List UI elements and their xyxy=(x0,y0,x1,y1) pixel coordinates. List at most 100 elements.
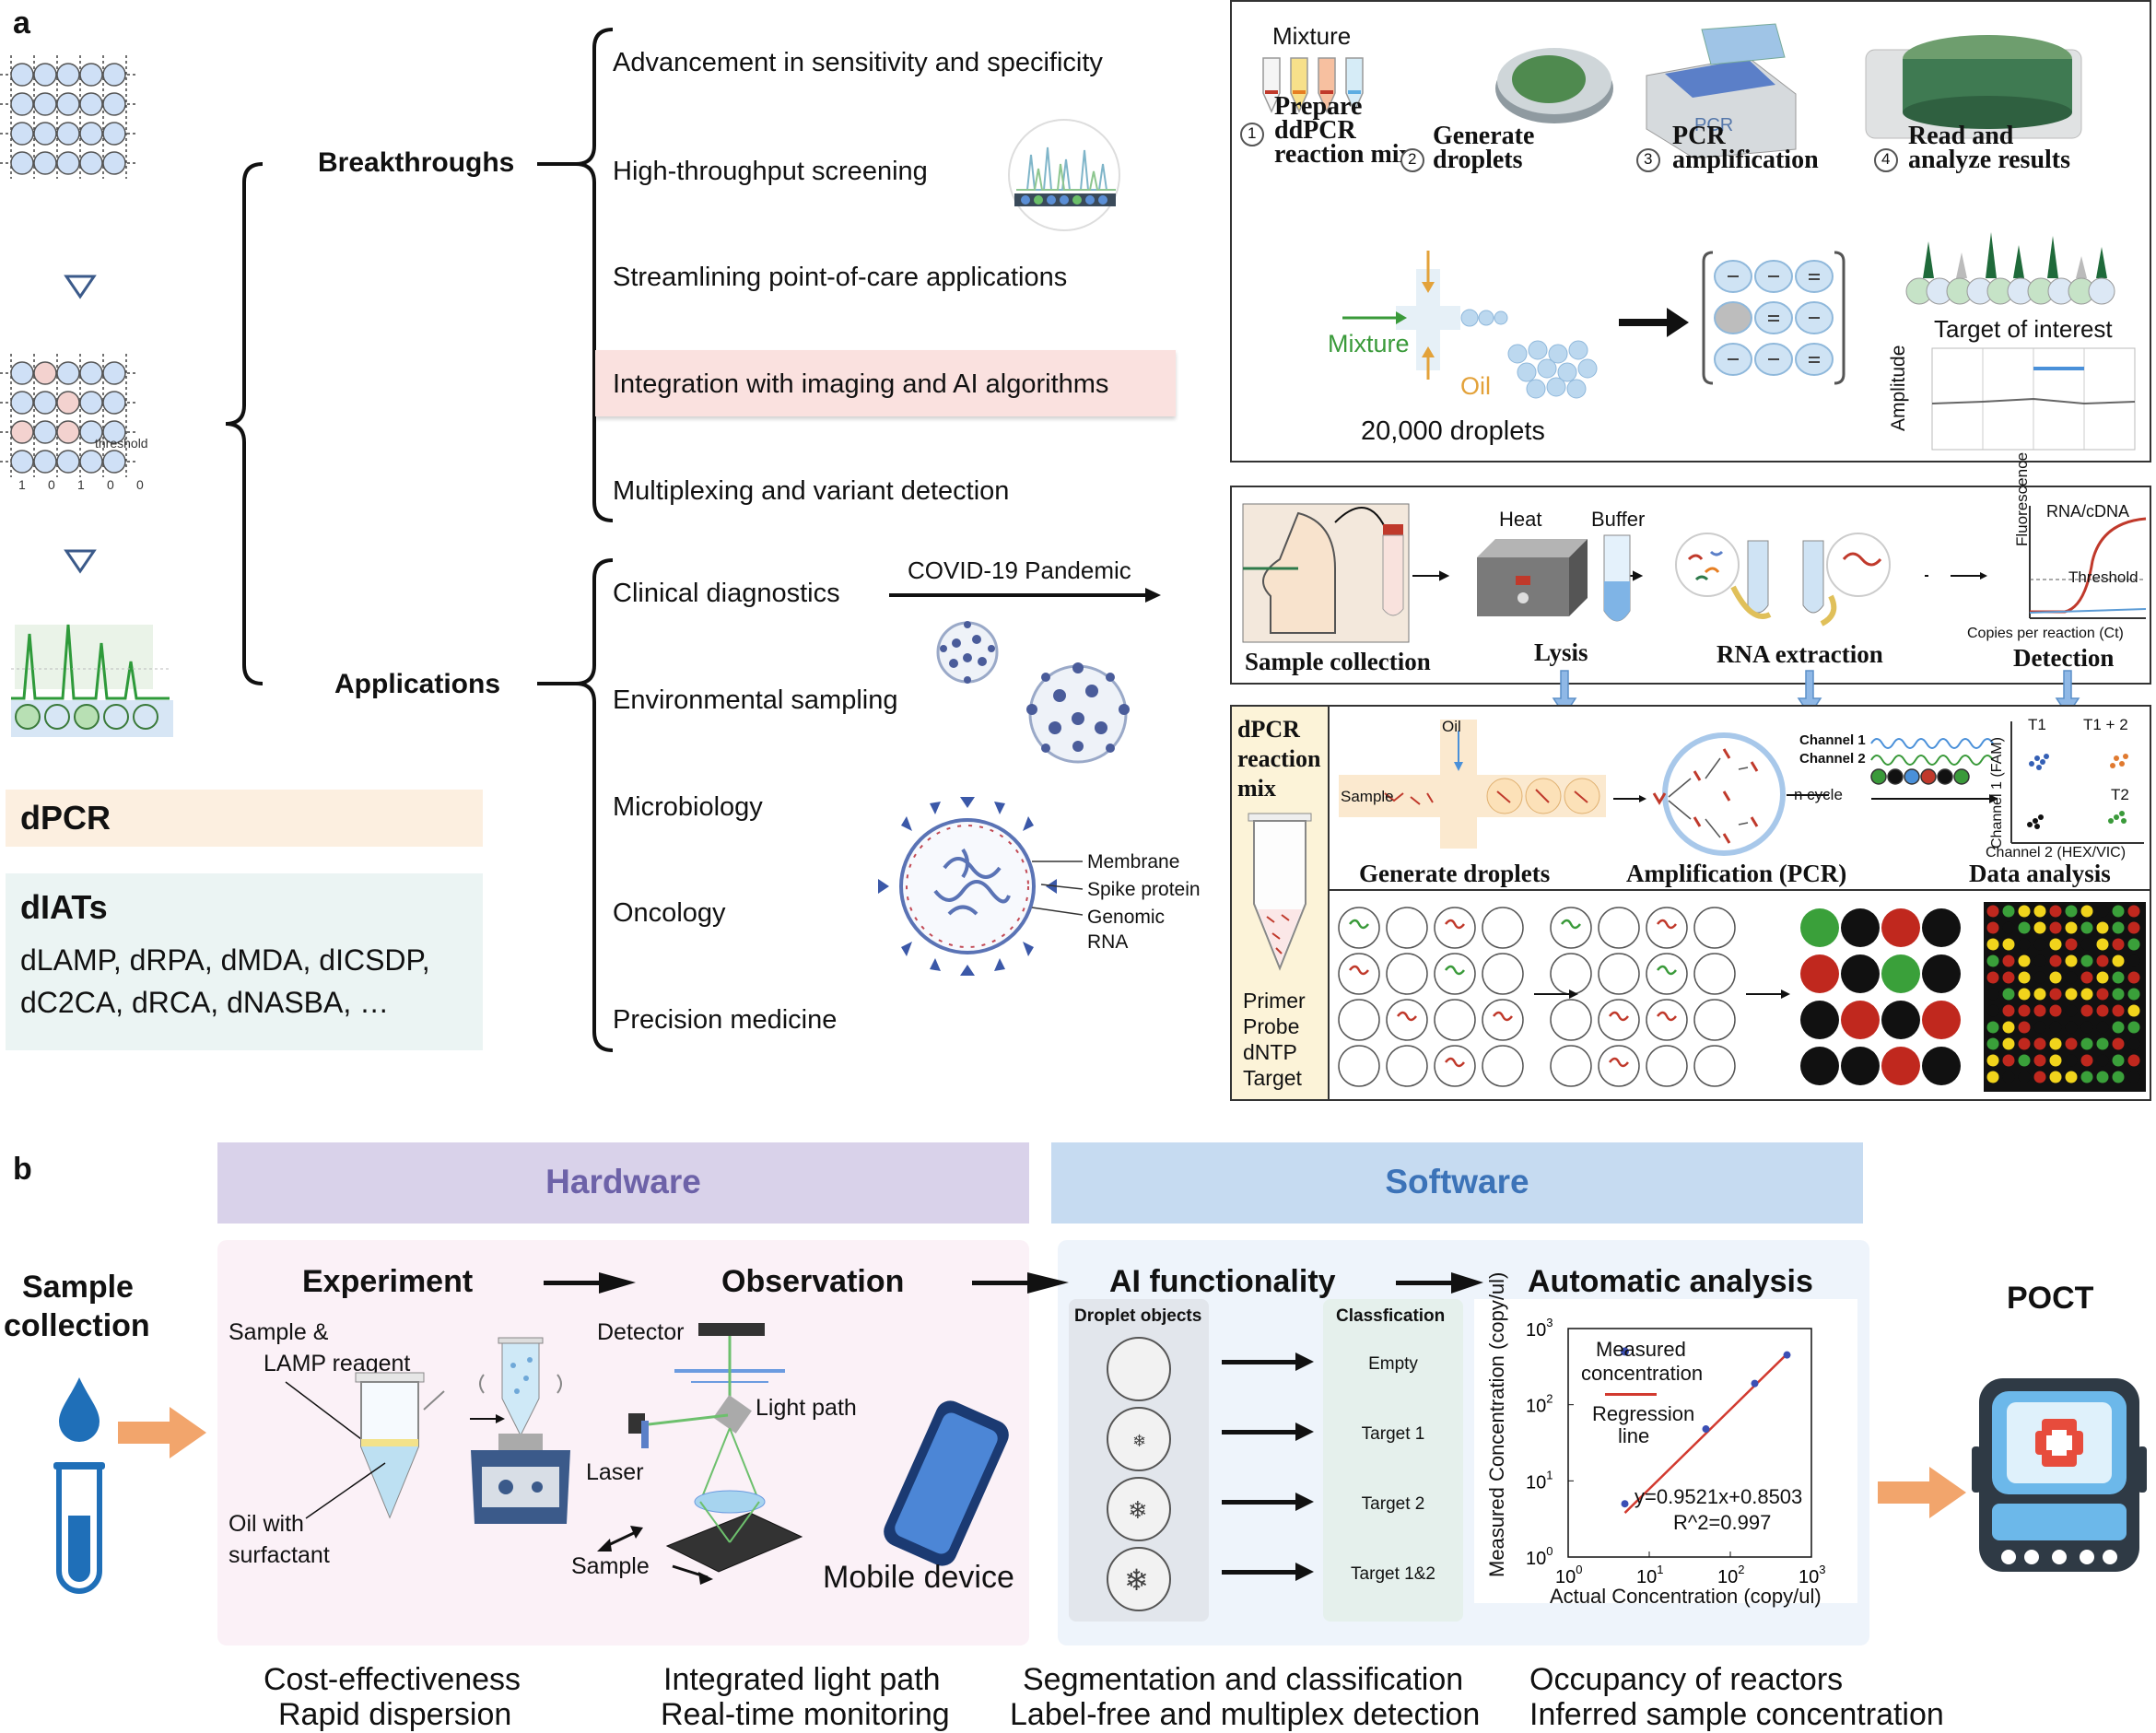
heatmap-dot xyxy=(2112,921,2125,934)
heatmap-dot xyxy=(2127,905,2140,918)
readout-droplet xyxy=(103,704,129,730)
droplet-well xyxy=(56,361,80,385)
breakthrough-item: High-throughput screening xyxy=(613,157,928,186)
heatmap-dot xyxy=(2065,921,2078,934)
heatmap-dot xyxy=(2002,971,2015,984)
droplet-generator-icon xyxy=(1495,48,1613,123)
plot-frame xyxy=(1567,1328,1812,1558)
heatmap-dot xyxy=(2127,971,2140,984)
nasal-swab-icon xyxy=(1242,503,1410,643)
heatmap-dot xyxy=(2018,988,2031,1001)
panel-b-label: b xyxy=(13,1152,32,1187)
heatmap-dot xyxy=(1986,1037,1999,1050)
well xyxy=(1338,907,1380,949)
black-arrow xyxy=(1619,308,1689,337)
amplification-label: Amplification (PCR) xyxy=(1626,860,1847,887)
experiment-label: Experiment xyxy=(302,1264,474,1299)
down-arrow-icon xyxy=(64,275,97,299)
coronavirus-structure-icon xyxy=(878,797,1057,976)
well xyxy=(1482,1045,1524,1087)
software-header: Software xyxy=(1051,1142,1863,1224)
mobile-device-label: Mobile device xyxy=(823,1560,1014,1595)
heatmap-dot xyxy=(2112,971,2125,984)
heatmap-dot xyxy=(2033,1037,2046,1050)
heatmap-dot xyxy=(2018,1071,2031,1083)
heatmap-dot xyxy=(2112,954,2125,967)
regression-line xyxy=(1623,1352,1788,1514)
channel-2-label: Channel 2 xyxy=(1799,751,1866,767)
caption-line: Segmentation and classification xyxy=(1023,1662,1464,1697)
droplet-well xyxy=(79,92,103,116)
flow-arrow-2 xyxy=(1951,572,1987,580)
sample-lamp-line: Sample & xyxy=(228,1319,329,1345)
well xyxy=(1434,999,1476,1041)
heatmap-dot xyxy=(2065,1004,2078,1017)
mix-component: Target xyxy=(1243,1066,1302,1090)
well xyxy=(1646,907,1688,949)
droplet-well xyxy=(10,92,34,116)
droplet-well xyxy=(33,361,57,385)
heatmap-dot xyxy=(2112,938,2125,951)
heat-block-icon xyxy=(1477,539,1588,616)
well xyxy=(1550,907,1592,949)
poct-label: POCT xyxy=(2007,1281,2094,1316)
heatmap-dot xyxy=(2080,954,2093,967)
heatmap-dot xyxy=(2018,1004,2031,1017)
well xyxy=(1338,1045,1380,1087)
dpcr-box: dPCR xyxy=(6,790,483,847)
legend-regression: line xyxy=(1618,1424,1650,1447)
channel-signals xyxy=(1870,738,1998,803)
caption-line: Label-free and multiplex detection xyxy=(1010,1697,1481,1732)
heatmap-dot xyxy=(2002,1054,2015,1067)
threshold-plot xyxy=(11,624,173,737)
droplet-well xyxy=(33,63,57,87)
heatmap-dot xyxy=(2080,1004,2093,1017)
sample-tube-icon xyxy=(1382,524,1404,616)
droplet-well xyxy=(79,63,103,87)
mixture-label: Mixture xyxy=(1328,330,1410,357)
divider xyxy=(1328,889,2150,891)
breakthrough-item: Multiplexing and variant detection xyxy=(613,476,1010,506)
dpcr-mix-title: mix xyxy=(1237,775,1276,802)
step-line: reaction mix xyxy=(1274,140,1412,169)
reaction-tube-icon xyxy=(1248,813,1312,971)
result-well xyxy=(1922,1047,1961,1085)
class-label: Target 1 xyxy=(1361,1424,1425,1444)
well xyxy=(1434,1045,1476,1087)
heatmap-dot xyxy=(2033,971,2046,984)
data-point xyxy=(1751,1379,1759,1388)
dpcr-mix-title: dPCR xyxy=(1237,716,1300,743)
heatmap-dot xyxy=(2112,1054,2125,1067)
target-droplets-icon xyxy=(1905,232,2115,305)
well xyxy=(1598,907,1640,949)
caption-line: Integrated light path xyxy=(663,1662,941,1697)
oil-surfactant-line: Oil with xyxy=(228,1511,304,1537)
mobile-device-icon xyxy=(884,1400,1009,1566)
class-label: Empty xyxy=(1368,1354,1418,1374)
ch1-axis-label: Channel 1 (FAM) xyxy=(1989,737,2005,849)
applications-label: Applications xyxy=(334,669,501,699)
droplet-well xyxy=(79,391,103,415)
oil-surfactant-line: surfactant xyxy=(228,1542,330,1568)
tubes-icon xyxy=(1262,57,1364,113)
well xyxy=(1338,999,1380,1041)
t1-label: T1 xyxy=(2028,716,2046,733)
oil-label: Oil xyxy=(1460,372,1491,400)
droplet-well xyxy=(10,450,34,474)
generate-droplets-label: Generate droplets xyxy=(1359,860,1551,887)
sample-tube-icon xyxy=(53,1377,105,1594)
heatmap-dot xyxy=(2002,938,2015,951)
heatmap-dot xyxy=(2096,921,2109,934)
classification-label: Classfication xyxy=(1336,1306,1446,1326)
heatmap-dot xyxy=(2065,954,2078,967)
virus-label: RNA xyxy=(1087,931,1129,953)
breakthrough-item: Streamlining point-of-care applications xyxy=(613,263,1068,292)
well xyxy=(1693,953,1736,995)
application-item: Oncology xyxy=(613,898,726,928)
rna-extraction-label: RNA extraction xyxy=(1717,640,1883,668)
heatmap-dot xyxy=(2002,954,2015,967)
droplet-well xyxy=(33,122,57,146)
well xyxy=(1434,907,1476,949)
legend-regression: Regression xyxy=(1592,1402,1695,1425)
oil-pointer xyxy=(305,1462,386,1519)
